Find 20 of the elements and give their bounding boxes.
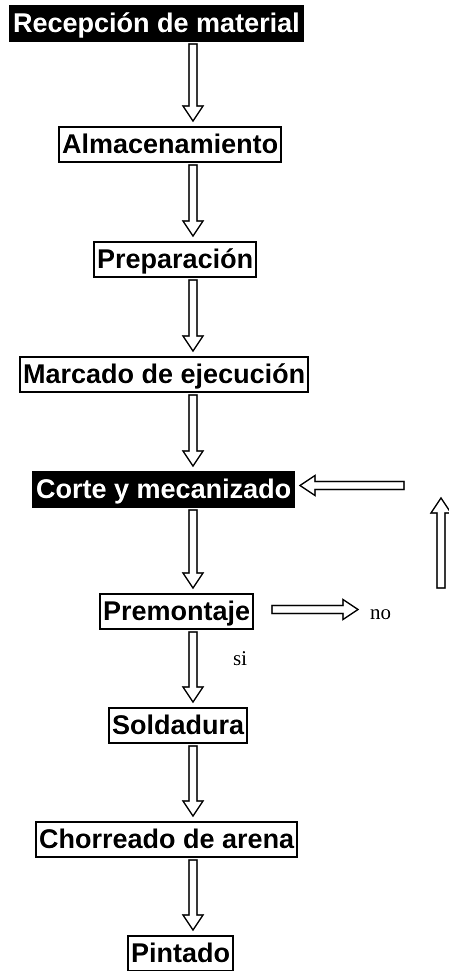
branch-label: no [368, 600, 393, 624]
arrow [182, 279, 204, 352]
arrow [182, 509, 204, 590]
arrow [182, 394, 204, 468]
process-box: Pintado [127, 935, 234, 971]
process-box: Chorreado de arena [35, 821, 298, 858]
arrow [182, 745, 204, 818]
process-box: Soldadura [108, 707, 248, 744]
arrow [182, 859, 204, 932]
arrow [182, 631, 204, 704]
arrow [298, 474, 405, 497]
process-box: Recepción de material [9, 5, 304, 42]
arrow [271, 598, 360, 621]
arrow [182, 164, 204, 238]
process-box: Premontaje [99, 593, 254, 630]
process-box: Almacenamiento [58, 126, 282, 163]
arrow [182, 43, 204, 122]
process-box: Corte y mecanizado [32, 471, 296, 508]
process-box: Marcado de ejecución [19, 356, 310, 393]
process-box: Preparación [93, 241, 258, 278]
